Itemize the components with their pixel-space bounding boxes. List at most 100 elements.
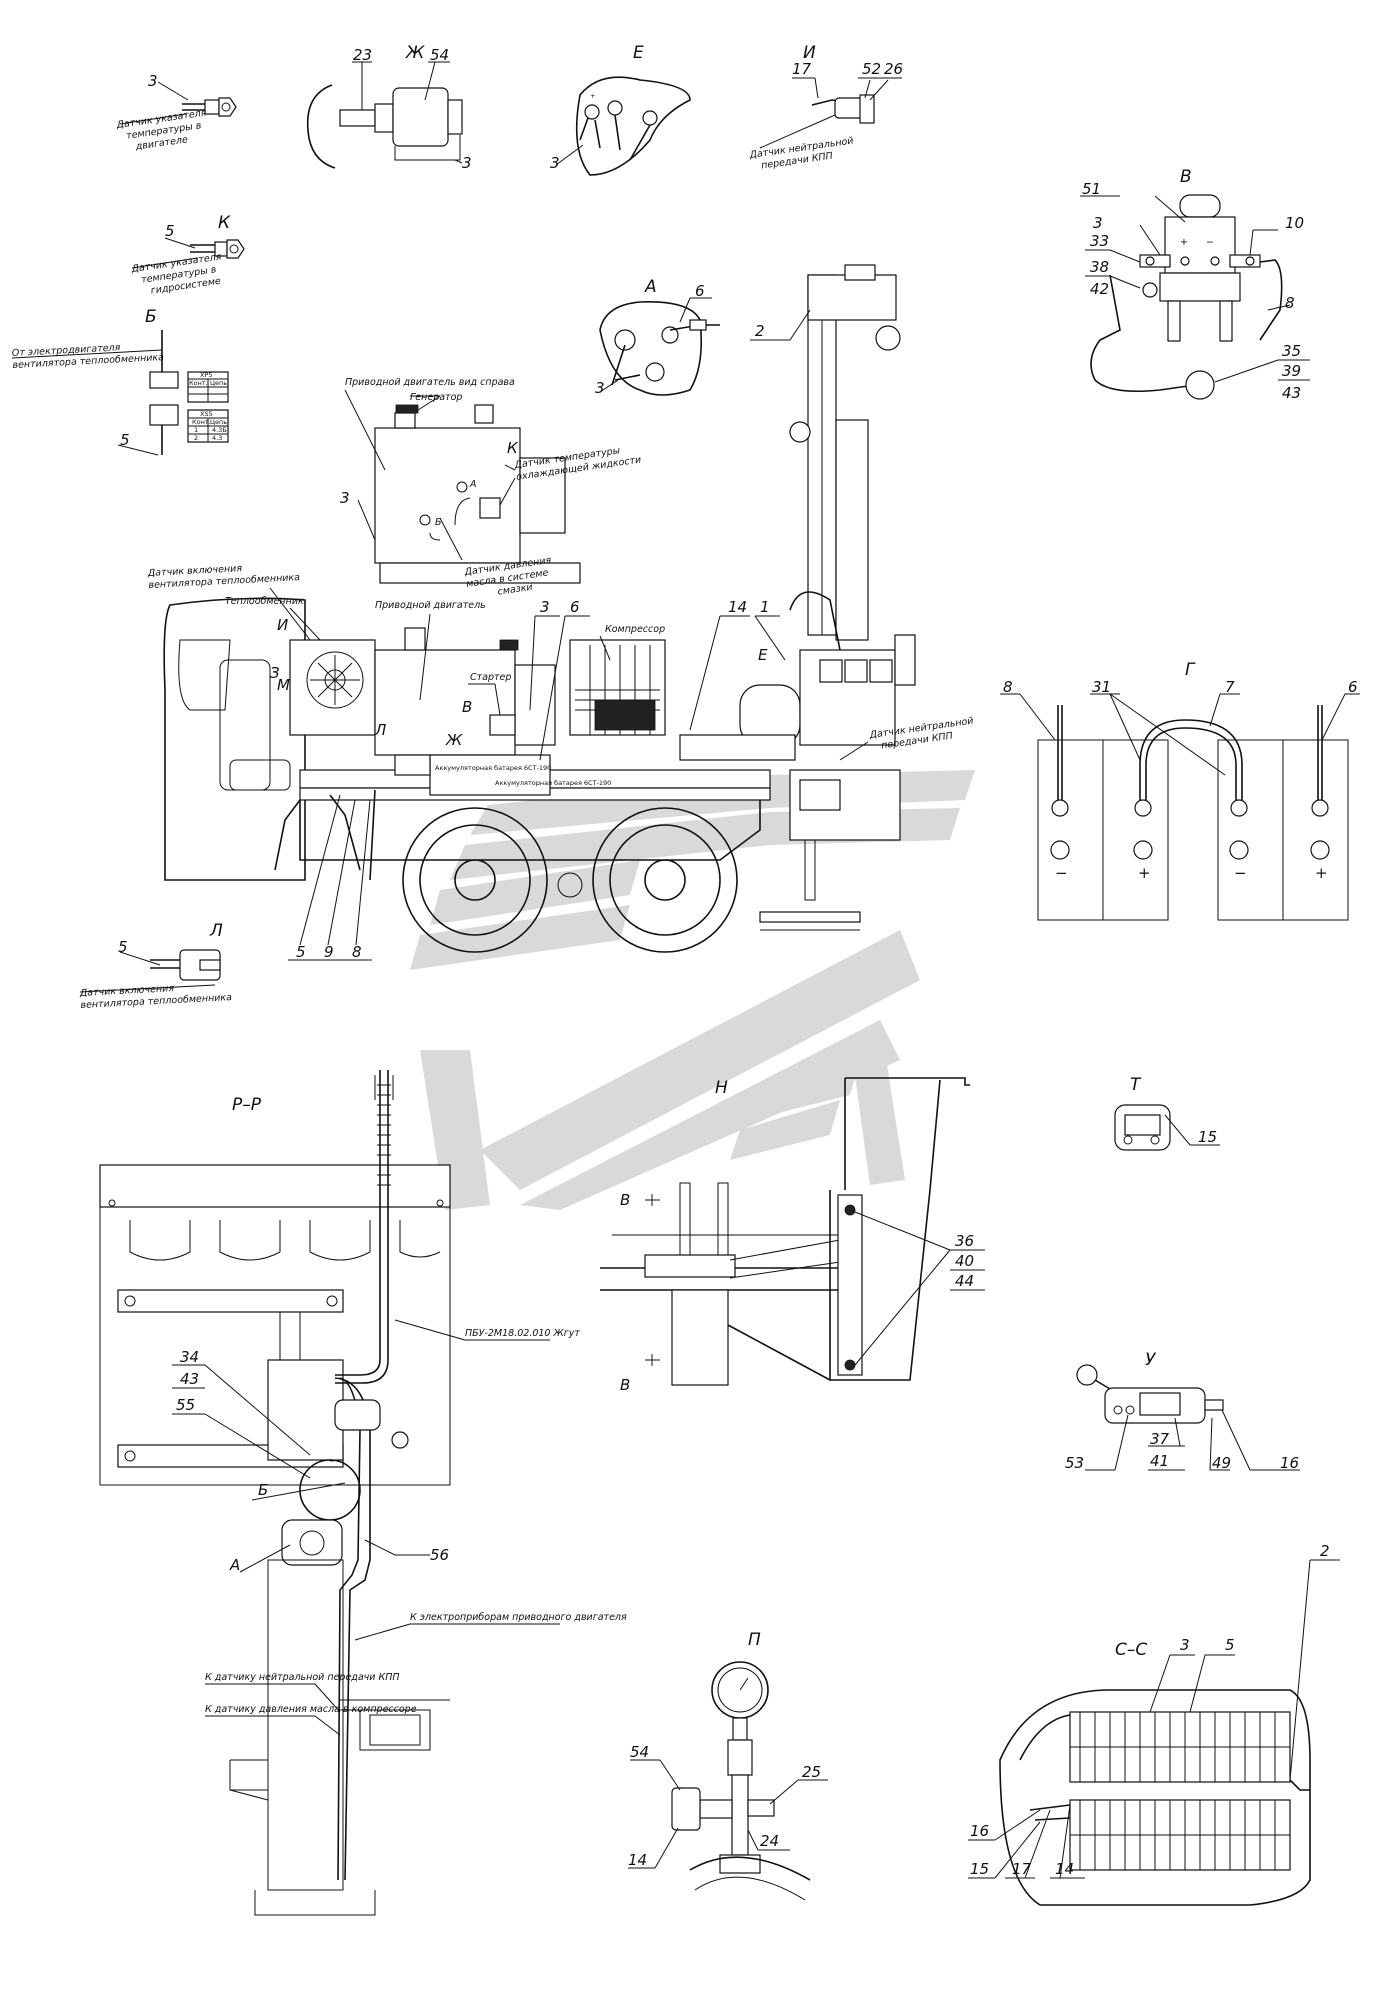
svg-text:Аккумуляторная батарея 6СТ-190: Аккумуляторная батарея 6СТ-190 (435, 764, 551, 772)
svg-text:31: 31 (1092, 678, 1111, 696)
svg-text:Приводной двигатель: Приводной двигатель (375, 600, 486, 611)
svg-text:37: 37 (1150, 1430, 1170, 1448)
svg-text:Л: Л (209, 921, 223, 941)
svg-text:Г: Г (1185, 660, 1196, 680)
svg-text:У: У (1145, 1350, 1157, 1370)
svg-text:В: В (462, 698, 472, 716)
engine-right-view: Приводной двигатель вид справа Генератор… (340, 377, 642, 598)
svg-text:П: П (748, 1630, 761, 1650)
top-left-sensor-view: 3 Датчик указателятемпературы вдвигателе (115, 72, 237, 153)
svg-text:36: 36 (955, 1232, 974, 1250)
svg-text:+: + (1315, 864, 1328, 882)
svg-text:3: 3 (340, 489, 350, 507)
svg-text:14: 14 (1055, 1860, 1074, 1878)
svg-text:6: 6 (695, 282, 705, 300)
svg-text:16: 16 (1280, 1454, 1299, 1472)
svg-text:2: 2 (194, 434, 198, 442)
svg-text:Аккумуляторная батарея 6СТ-190: Аккумуляторная батарея 6СТ-190 (495, 779, 611, 787)
svg-text:Стартер: Стартер (470, 672, 511, 683)
svg-text:А: А (644, 277, 657, 297)
svg-text:3: 3 (540, 598, 550, 616)
svg-text:55: 55 (176, 1396, 195, 1414)
view-u: У 53 37 41 49 16 (1065, 1350, 1300, 1472)
svg-text:17: 17 (792, 60, 812, 78)
svg-text:25: 25 (802, 1763, 821, 1781)
svg-text:Е: Е (758, 646, 768, 664)
svg-text:С–С: С–С (1115, 1640, 1147, 1660)
svg-text:Б: Б (258, 1481, 268, 1499)
svg-text:Датчик указателятемпературы вг: Датчик указателятемпературы вгидросистем… (130, 251, 226, 298)
svg-text:40: 40 (955, 1252, 974, 1270)
svg-text:14: 14 (728, 598, 747, 616)
watermark-logo (410, 770, 975, 1210)
svg-text:17: 17 (1012, 1860, 1032, 1878)
svg-text:А: А (469, 479, 477, 490)
terminal-rows (1070, 1712, 1290, 1870)
svg-text:54: 54 (630, 1743, 649, 1761)
svg-text:И: И (277, 616, 288, 634)
svg-text:26: 26 (884, 60, 903, 78)
svg-text:И: И (803, 43, 816, 63)
rr-harness-label: ПБУ-2М18.02.010 Жгут (465, 1328, 580, 1339)
view-zh: Ж 23 54 3 (306, 43, 472, 172)
view-g: Г −+ −+ 8 31 7 6 (1000, 660, 1360, 921)
svg-text:Теплообменник: Теплообменник (225, 596, 304, 607)
svg-text:16: 16 (970, 1822, 989, 1840)
svg-text:К: К (507, 439, 519, 457)
svg-text:4.3: 4.3 (212, 434, 222, 442)
svg-text:6: 6 (570, 598, 580, 616)
svg-text:8: 8 (1285, 294, 1295, 312)
svg-text:+: + (1180, 237, 1188, 248)
svg-text:К электроприборам приводного д: К электроприборам приводного двигателя (410, 1612, 627, 1623)
svg-text:35: 35 (1282, 342, 1301, 360)
svg-text:Б: Б (435, 517, 442, 528)
svg-text:23: 23 (353, 46, 372, 64)
svg-text:XP5: XP5 (200, 371, 213, 379)
svg-text:33: 33 (1090, 232, 1109, 250)
view-t: Т 15 (1114, 1075, 1220, 1151)
svg-text:2: 2 (755, 322, 765, 340)
svg-text:8: 8 (1003, 678, 1013, 696)
svg-text:3: 3 (462, 154, 472, 172)
main-truck-view: Аккумуляторная батарея 6СТ-190 Аккумулят… (147, 264, 974, 961)
svg-text:В: В (620, 1376, 630, 1394)
svg-text:15: 15 (1198, 1128, 1217, 1146)
svg-text:3: 3 (595, 379, 605, 397)
svg-text:5: 5 (118, 938, 128, 956)
view-b: Б От электродвигателявентилятора теплооб… (12, 307, 229, 456)
svg-text:Датчик включениявентилятора те: Датчик включениявентилятора теплообменни… (79, 980, 233, 1011)
svg-text:15: 15 (970, 1860, 989, 1878)
svg-text:8: 8 (352, 943, 362, 961)
svg-text:3: 3 (1180, 1636, 1190, 1654)
svg-text:Датчик нейтральнойпередачи КПП: Датчик нейтральнойпередачи КПП (748, 135, 856, 173)
svg-text:+: + (590, 92, 595, 100)
svg-text:43: 43 (1282, 384, 1301, 402)
svg-text:М: М (277, 676, 290, 694)
svg-text:К: К (218, 213, 231, 233)
svg-text:42: 42 (1090, 280, 1109, 298)
svg-text:5: 5 (165, 222, 175, 240)
svg-text:38: 38 (1090, 258, 1109, 276)
svg-text:В: В (620, 1191, 630, 1209)
svg-text:−: − (1234, 864, 1247, 882)
label-3: 3 (148, 72, 158, 90)
svg-text:56: 56 (430, 1546, 449, 1564)
svg-text:14: 14 (628, 1851, 647, 1869)
svg-text:Цепь: Цепь (210, 418, 227, 426)
view-l: Л 5 Датчик включениявентилятора теплообм… (79, 921, 233, 1011)
svg-text:6: 6 (1348, 678, 1358, 696)
svg-text:4.3Б: 4.3Б (212, 426, 227, 434)
svg-text:Б: Б (145, 307, 157, 327)
svg-text:Н: Н (715, 1078, 728, 1098)
svg-text:9: 9 (324, 943, 334, 961)
svg-text:Т: Т (1130, 1075, 1142, 1095)
svg-text:Конт.: Конт. (189, 379, 208, 387)
svg-text:XS5: XS5 (200, 410, 213, 418)
view-e: Е + 3 (550, 43, 691, 176)
svg-text:53: 53 (1065, 1454, 1084, 1472)
svg-text:Е: Е (633, 43, 644, 63)
svg-text:Компрессор: Компрессор (605, 624, 665, 635)
svg-text:−: − (1055, 864, 1068, 882)
svg-text:Генератор: Генератор (410, 392, 462, 403)
svg-text:Датчик включениявентилятора те: Датчик включениявентилятора теплообменни… (147, 560, 301, 591)
